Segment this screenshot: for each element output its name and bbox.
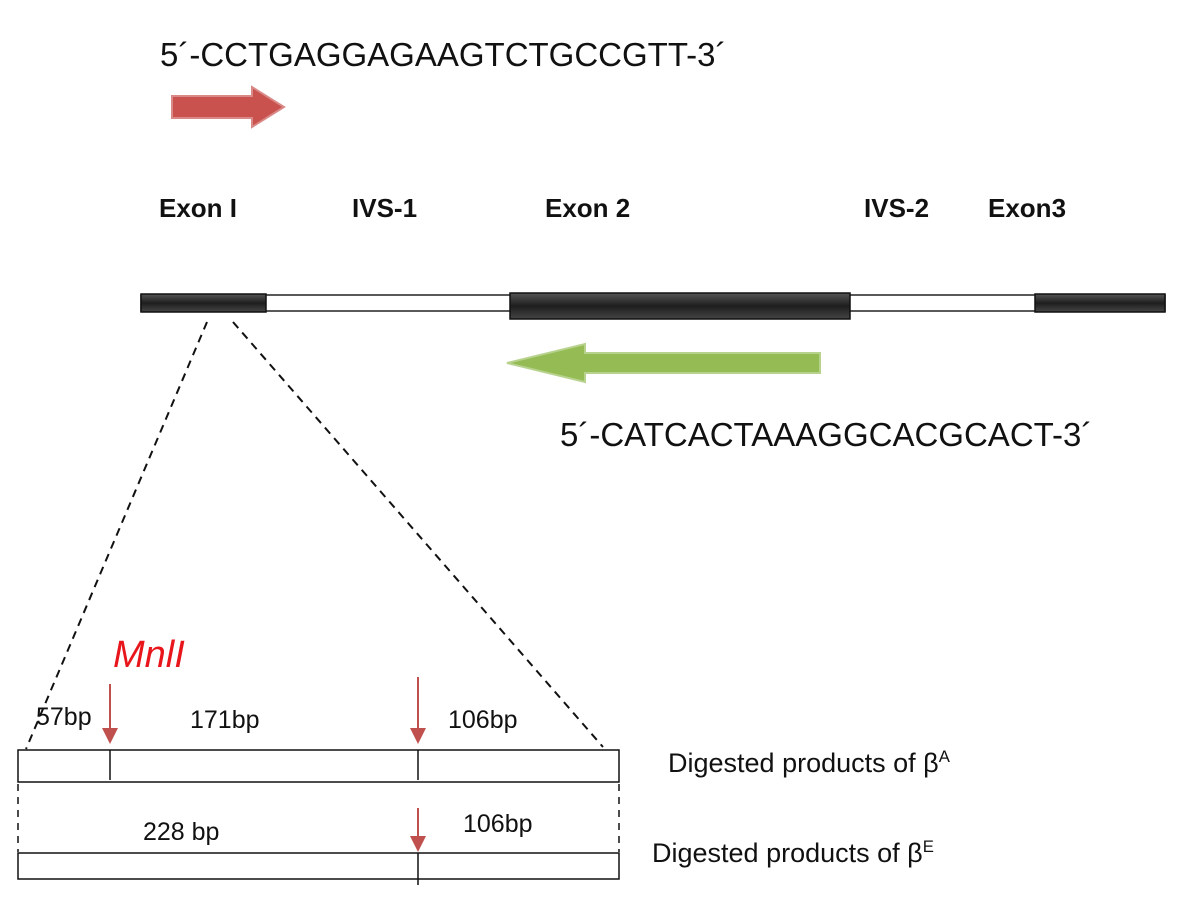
exon-3-bar <box>1034 293 1166 313</box>
forward-primer-sequence: 5´-CCTGAGGAGAAGTCTGCCGTT-3´ <box>160 36 727 73</box>
beta-e-fragment-1: 228 bp <box>143 818 220 846</box>
region-label-exon-2: Exon 2 <box>545 193 631 223</box>
enzyme-label: MnlI <box>113 634 185 676</box>
beta-a-fragment-3: 106bp <box>448 706 518 734</box>
exon-1-bar <box>140 293 267 313</box>
cut-arrow-2 <box>410 677 426 744</box>
beta-a-fragment-2: 171bp <box>190 706 260 734</box>
forward-primer-arrow <box>171 85 286 129</box>
region-label-ivs-1: IVS-1 <box>352 193 418 223</box>
beta-e-fragment-2: 106bp <box>463 810 533 838</box>
beta-e-superscript: E <box>922 837 934 856</box>
cut-arrow-1 <box>102 684 118 744</box>
beta-a-product-label: Digested products of βA <box>668 747 950 778</box>
exon-2-bar <box>509 292 851 320</box>
reverse-primer-sequence: 5´-CATCACTAAAGGCACGCACT-3´ <box>560 416 1093 453</box>
region-label-ivs-2: IVS-2 <box>864 193 930 223</box>
beta-e-product-bar <box>17 852 620 880</box>
beta-e-product-label: Digested products of βE <box>652 837 934 868</box>
zoom-line-right <box>232 321 604 748</box>
reverse-primer-arrow <box>506 342 821 384</box>
region-label-exon-1: Exon I <box>159 193 238 223</box>
beta-a-fragment-1: 57bp <box>36 703 92 731</box>
beta-a-superscript: A <box>938 747 950 766</box>
region-label-exon-3: Exon3 <box>988 193 1067 223</box>
beta-a-product-bar <box>17 749 620 783</box>
zoom-line-left <box>25 321 208 750</box>
cut-arrow-3 <box>410 808 426 852</box>
